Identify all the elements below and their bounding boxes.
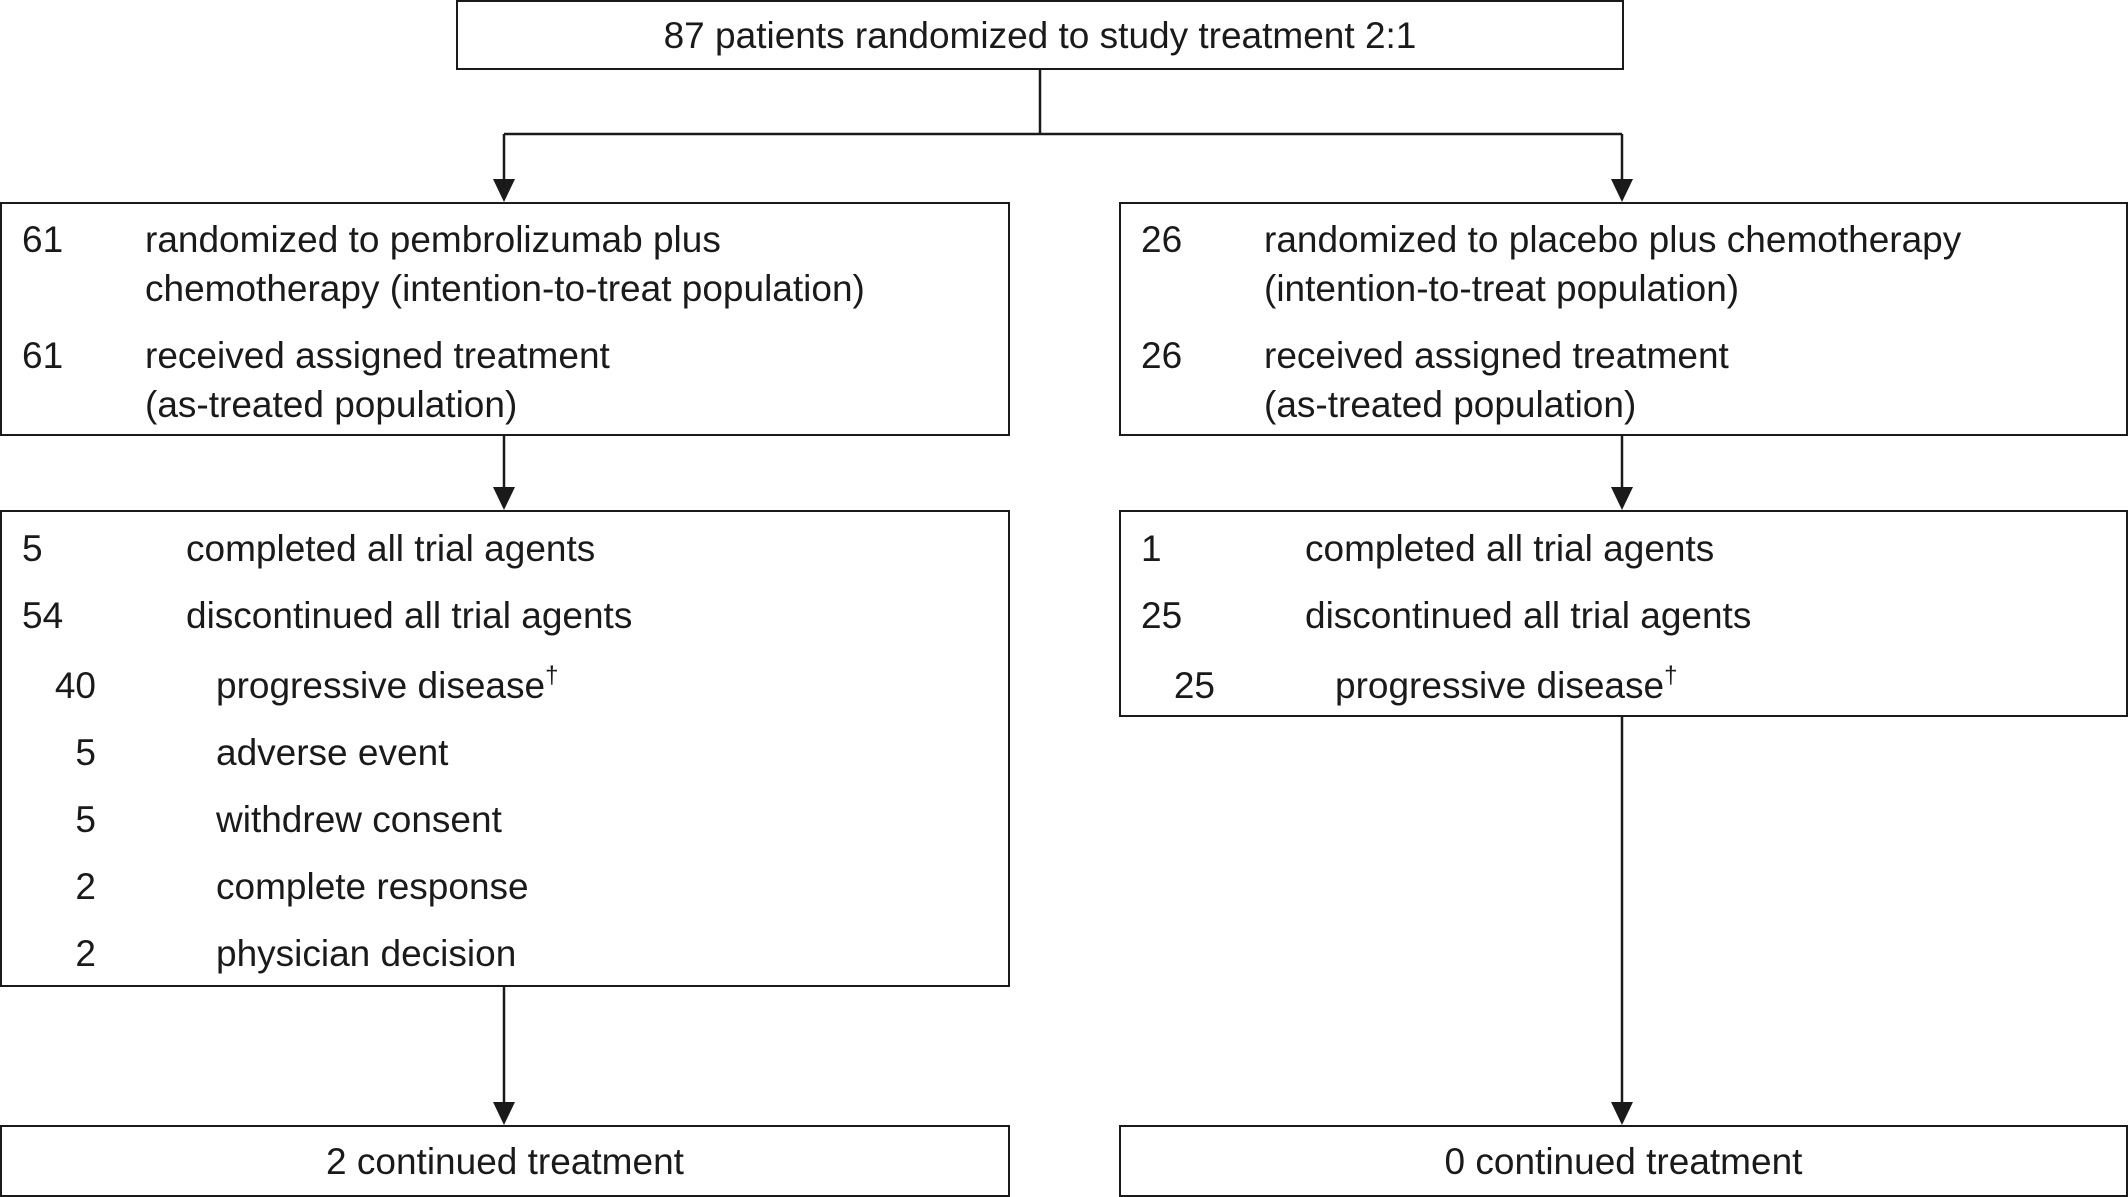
- left-bottom-arrowhead: [493, 1102, 515, 1125]
- left-reason-label: adverse event: [216, 732, 449, 773]
- right-itt-label-2: (intention-to-treat population): [1264, 268, 1740, 309]
- right-itt-count: 26: [1141, 219, 1183, 260]
- left-at-label-1: received assigned treatment: [145, 335, 610, 376]
- left-reason-count: 40: [54, 665, 96, 706]
- left-reason-label: physician decision: [216, 933, 517, 974]
- left-discontinued-label: discontinued all trial agents: [186, 595, 633, 636]
- left-completed-count: 5: [22, 528, 43, 569]
- right-itt-box: 26 randomized to placebo plus chemothera…: [1119, 202, 2128, 436]
- left-reason-count: 5: [75, 799, 96, 840]
- left-completed-label: completed all trial agents: [186, 528, 596, 569]
- dagger-footnote-mark: †: [1664, 661, 1678, 689]
- randomized-total-box: 87 patients randomized to study treatmen…: [456, 0, 1624, 70]
- right-itt-label-1: randomized to placebo plus chemotherapy: [1264, 219, 1962, 260]
- left-mid-arrowhead: [493, 487, 515, 510]
- right-bottom-arrowhead: [1611, 1102, 1633, 1125]
- right-completed-label: completed all trial agents: [1305, 528, 1715, 569]
- right-at-count: 26: [1141, 335, 1183, 376]
- left-discontinued-count: 54: [22, 595, 64, 636]
- left-disposition-box: 5 completed all trial agents 54 disconti…: [0, 510, 1010, 987]
- left-continued-text: 2 continued treatment: [326, 1140, 684, 1182]
- right-branch-arrowhead: [1611, 179, 1633, 202]
- left-reason-label: progressive disease†: [216, 661, 559, 706]
- right-mid-arrowhead: [1611, 487, 1633, 510]
- right-disposition-box: 1 completed all trial agents 25 disconti…: [1119, 510, 2128, 717]
- right-reason-label: progressive disease†: [1335, 661, 1678, 706]
- right-continued-box: 0 continued treatment: [1119, 1125, 2128, 1197]
- left-itt-label-1: randomized to pembrolizumab plus: [145, 219, 721, 260]
- left-reason-label: withdrew consent: [216, 799, 502, 840]
- left-at-label-2: (as-treated population): [145, 384, 518, 425]
- dagger-footnote-mark: †: [545, 661, 559, 689]
- left-reason-count: 2: [75, 933, 96, 974]
- left-itt-label-2: chemotherapy (intention-to-treat populat…: [145, 268, 865, 309]
- left-reason-count: 2: [75, 866, 96, 907]
- right-discontinued-label: discontinued all trial agents: [1305, 595, 1752, 636]
- left-itt-count: 61: [22, 219, 64, 260]
- right-discontinued-count: 25: [1141, 595, 1183, 636]
- left-reason-label: complete response: [216, 866, 529, 907]
- left-branch-arrowhead: [493, 179, 515, 202]
- right-reason-count: 25: [1173, 665, 1215, 706]
- left-at-count: 61: [22, 335, 64, 376]
- right-continued-text: 0 continued treatment: [1444, 1140, 1803, 1182]
- left-itt-box: 61 randomized to pembrolizumab plus chem…: [0, 202, 1010, 436]
- right-at-label-1: received assigned treatment: [1264, 335, 1729, 376]
- right-completed-count: 1: [1141, 528, 1162, 569]
- left-continued-box: 2 continued treatment: [0, 1125, 1010, 1197]
- right-at-label-2: (as-treated population): [1264, 384, 1637, 425]
- left-reason-count: 5: [75, 732, 96, 773]
- randomized-total-text: 87 patients randomized to study treatmen…: [663, 14, 1417, 56]
